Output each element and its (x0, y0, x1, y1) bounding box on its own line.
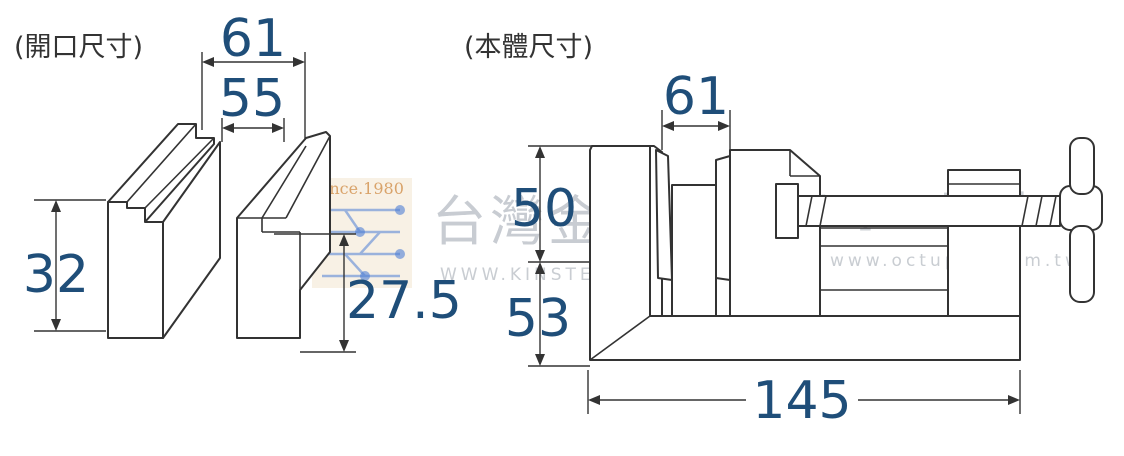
jaw-height-dim (34, 199, 106, 332)
jaw-groove-height-value: 27.5 (346, 271, 462, 331)
jaw-groove-height-dim (274, 233, 356, 353)
left-jaw-block (107, 123, 221, 339)
right-jaw-block (236, 131, 331, 339)
watermark-since: since.1980 (316, 179, 404, 198)
jaw-inner-width-value: 55 (219, 69, 285, 129)
body-lower-height-value: 53 (505, 289, 571, 349)
vise-body (589, 137, 1103, 361)
body-jaw-width-dim (661, 110, 731, 152)
jaw-outer-width-value: 61 (220, 9, 286, 69)
body-label: (本體尺寸) (464, 32, 593, 63)
vise-handle (1059, 137, 1103, 303)
jaw-inner-width-dim (221, 118, 285, 142)
body-jaw-width-value: 61 (663, 67, 729, 127)
body-upper-height-value: 50 (511, 179, 577, 239)
body-length-value: 145 (752, 371, 851, 431)
jaw-outer-width-dim (201, 52, 306, 140)
jaw-opening-label: (開口尺寸) (14, 32, 143, 63)
jaw-height-value: 32 (23, 245, 89, 305)
watermark-logo: since.1980 (312, 178, 412, 288)
body-height-dim (528, 145, 592, 367)
vise-screw (775, 183, 1061, 239)
